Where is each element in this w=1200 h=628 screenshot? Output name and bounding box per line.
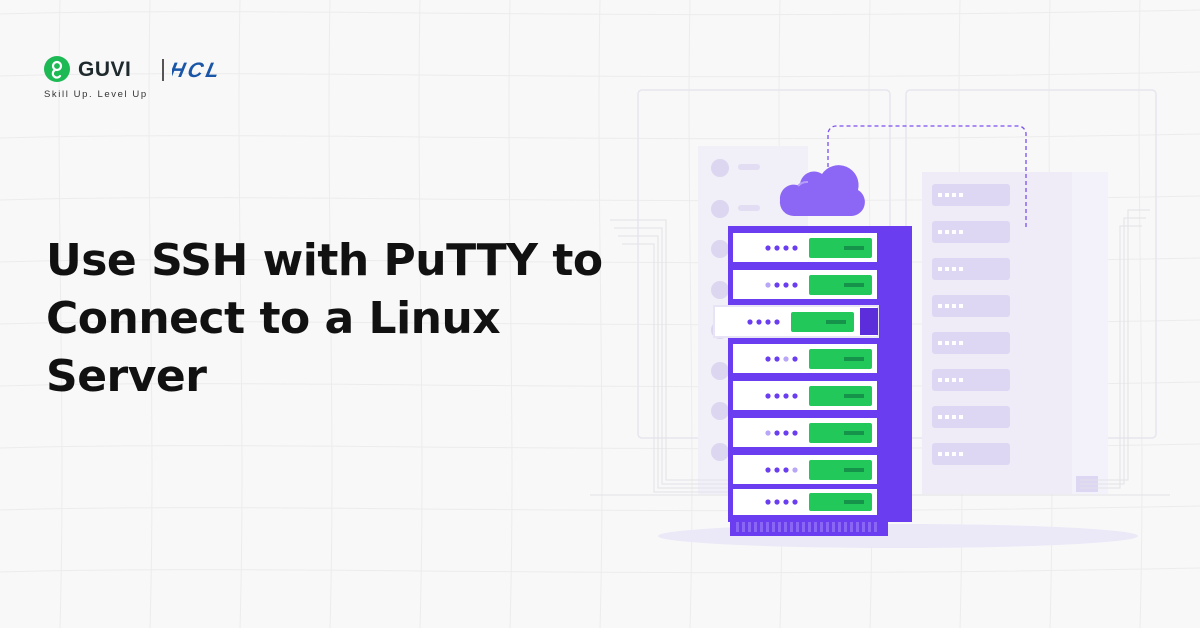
faded-rack-right — [922, 172, 1108, 494]
page-title: Use SSH with PuTTY to Connect to a Linux… — [46, 235, 603, 402]
server-rack-illustration — [590, 89, 1170, 548]
cloud-icon — [779, 165, 865, 217]
brand-tagline: Skill Up. Level Up — [44, 89, 148, 100]
brand-header: GUVI HCL Skill Up. Level Up — [44, 54, 304, 104]
hcl-wordmark: HCL — [172, 60, 224, 80]
guvi-wordmark: GUVI — [78, 58, 132, 81]
brand-divider — [162, 59, 164, 81]
hcl-logo: HCL — [172, 60, 224, 80]
guvi-logo-icon — [44, 56, 70, 82]
server-rack-icon — [713, 226, 912, 536]
connection-dashed-line — [827, 125, 1027, 230]
